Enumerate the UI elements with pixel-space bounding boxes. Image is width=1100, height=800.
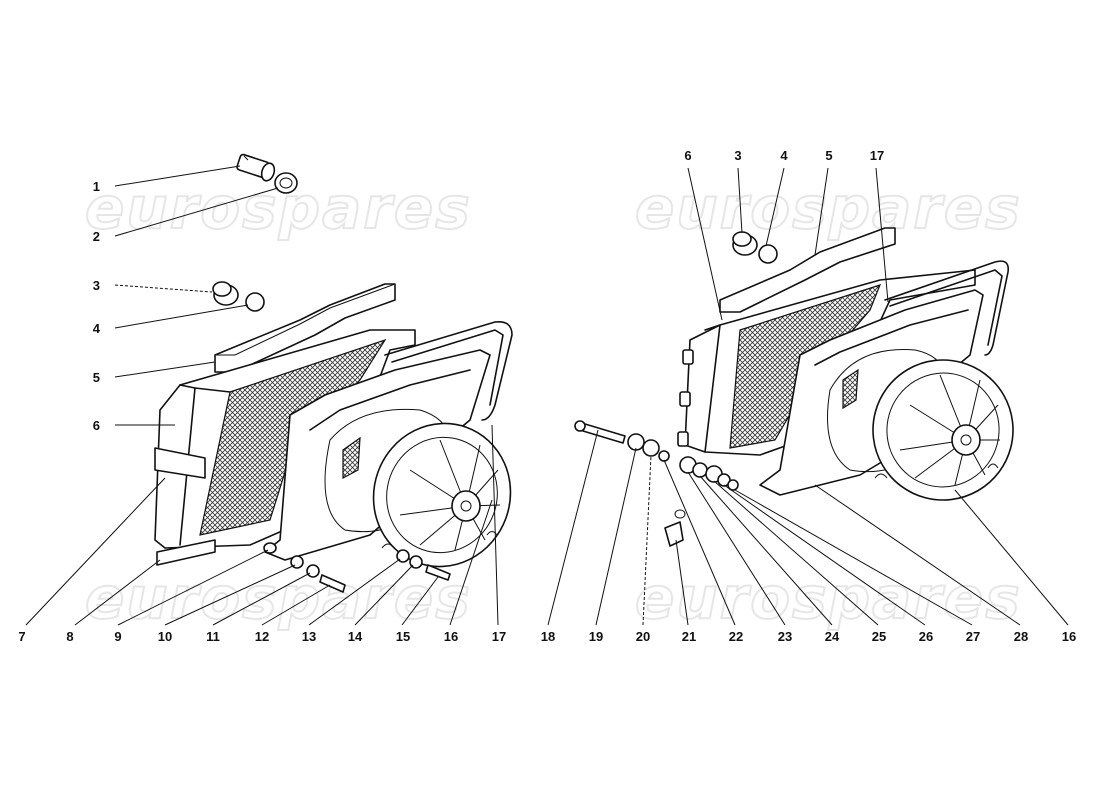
part-7-bracket: [154, 447, 206, 479]
callout-r-6: 6: [684, 148, 691, 163]
callout-21: 21: [682, 629, 696, 644]
right-cooling-fan: [872, 359, 1014, 501]
callout-1: 1: [93, 179, 100, 194]
r-part-4-seal: [758, 244, 778, 264]
part-15-bolt: [425, 564, 451, 581]
callout-r-4: 4: [780, 148, 788, 163]
r-part-19-washer: [627, 433, 645, 451]
part-8-lower-pad: [156, 539, 216, 566]
callout-2: 2: [93, 229, 100, 244]
left-callouts: 1 2 3 4 5 6 7 8 9 10 11 12 13 14 15 16 1…: [18, 179, 506, 644]
watermark-top-right: eurospares: [635, 174, 1022, 242]
callout-r-16: 16: [1062, 629, 1076, 644]
callout-27: 27: [966, 629, 980, 644]
callout-26: 26: [919, 629, 933, 644]
callout-7: 7: [18, 629, 25, 644]
callout-23: 23: [778, 629, 792, 644]
r-part-21-drain: [664, 521, 684, 547]
callout-4: 4: [93, 321, 101, 336]
r-part-3-plug: [732, 231, 758, 256]
callout-r-3: 3: [734, 148, 741, 163]
watermark-bottom-right: eurospares: [635, 564, 1022, 632]
part-3-plug: [212, 281, 239, 306]
callout-9: 9: [114, 629, 121, 644]
r-part-20-grommet: [642, 439, 660, 457]
callout-r-17: 17: [870, 148, 884, 163]
callout-28: 28: [1014, 629, 1028, 644]
part-12-bolt: [319, 574, 346, 593]
callout-24: 24: [825, 629, 840, 644]
watermark-bottom-left: eurospares: [85, 564, 472, 632]
callout-25: 25: [872, 629, 886, 644]
callout-14: 14: [348, 629, 363, 644]
left-leader-lines: [25, 165, 499, 626]
r-part-26-nut: [727, 479, 739, 491]
r-part-17-frame: [884, 260, 1010, 356]
right-leader-lines: [547, 167, 1069, 626]
callout-6: 6: [93, 418, 100, 433]
callout-15: 15: [396, 629, 410, 644]
part-17-frame: [384, 320, 513, 421]
callout-12: 12: [255, 629, 269, 644]
callout-22: 22: [729, 629, 743, 644]
r-part-5-upper-pad: [719, 227, 896, 313]
callout-8: 8: [66, 629, 73, 644]
callout-5: 5: [93, 370, 100, 385]
callout-3: 3: [93, 278, 100, 293]
part-2-seal-ring: [274, 172, 298, 194]
part-11-washer: [306, 564, 320, 578]
r-part-25-nut: [717, 473, 731, 487]
left-cooling-fan: [372, 422, 512, 568]
left-radiator-assembly: 1 2 3 4 5 6 7 8 9 10 11 12 13 14 15 16 1…: [18, 153, 513, 644]
callout-18: 18: [541, 629, 555, 644]
r-part-23-washer: [692, 462, 708, 478]
callout-19: 19: [589, 629, 603, 644]
right-small-hardware: [574, 420, 999, 547]
callout-20: 20: [636, 629, 650, 644]
r-part-18-bolt: [582, 423, 626, 444]
callout-r-5: 5: [825, 148, 832, 163]
right-radiator-assembly: 6 3 4 5 17 18 19 20 21 22 23 24 25 26 27…: [541, 148, 1076, 644]
callout-11: 11: [206, 629, 220, 644]
callout-13: 13: [302, 629, 316, 644]
part-1-temperature-sensor: [236, 153, 276, 182]
callout-10: 10: [158, 629, 172, 644]
callout-16: 16: [444, 629, 458, 644]
part-4-seal: [245, 292, 265, 312]
right-callouts: 6 3 4 5 17 18 19 20 21 22 23 24 25 26 27…: [541, 148, 1076, 644]
callout-17: 17: [492, 629, 506, 644]
